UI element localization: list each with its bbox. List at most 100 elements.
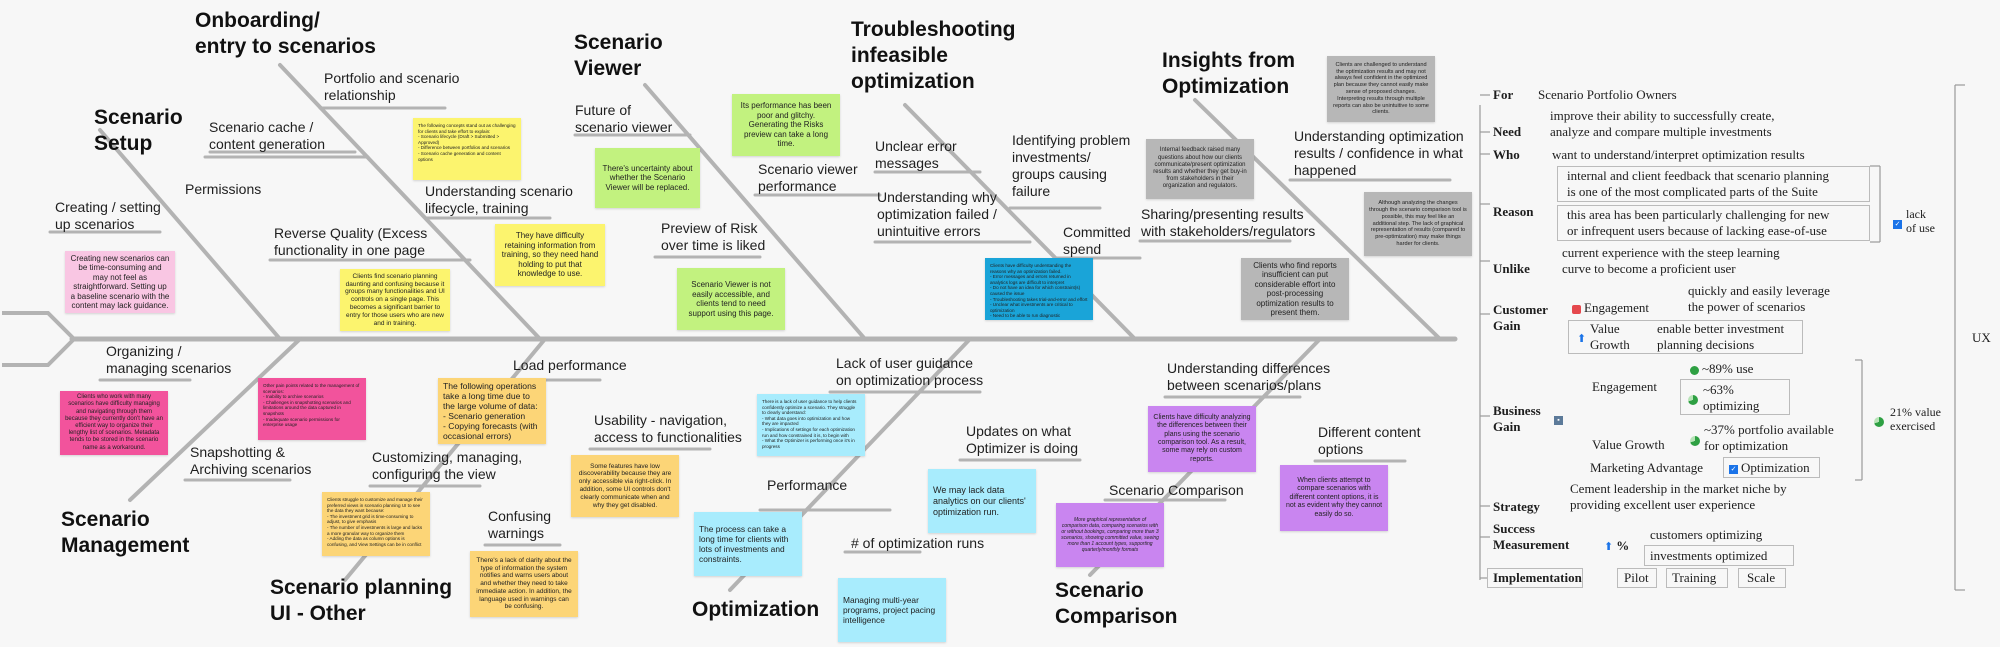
sticky-note-warnings: There's a lack of clarity about the type… [470, 551, 578, 617]
bg-portfolio-value: ~37% portfolio available for optimizatio… [1704, 422, 1834, 453]
label-scenario-cache: Scenario cache / content generation [209, 119, 325, 152]
label-lack-guidance: Lack of user guidance on optimization pr… [836, 355, 984, 388]
label-updates-optimizer: Updates on what Optimizer is doing [966, 423, 1079, 456]
category-insights: Insights from Optimization [1162, 49, 1296, 98]
success-pct: ⬆% [1604, 538, 1630, 554]
lack-of-use-label: lack of use [1906, 207, 1935, 235]
label-viewer-performance: Scenario viewer performance [758, 161, 858, 194]
sticky-note-content-options: When clients attempt to compare scenario… [1280, 465, 1388, 531]
need-label: Need [1493, 124, 1522, 139]
label-portfolio-relationship: Portfolio and scenario relationship [324, 70, 460, 103]
success-label: Success Measurement [1493, 521, 1570, 552]
label-understanding-results: Understanding optimization results / con… [1294, 128, 1464, 178]
sticky-note-reverse-quality: Clients find scenario planning daunting … [340, 269, 450, 331]
lack-of-use-icon: ✓ [1893, 220, 1902, 230]
up-arrow-icon: ⬆ [1577, 333, 1587, 346]
optimization-check-icon: ✓ [1729, 464, 1738, 474]
sticky-note-management-pain: Other pain points related to the managem… [258, 378, 366, 440]
bg-value-growth-label: Value Growth [1592, 437, 1665, 452]
category-onboarding: Onboarding/ entry to scenarios [195, 9, 376, 58]
sticky-note-training: They have difficulty retaining informati… [495, 224, 605, 286]
bg-value-exercised: 21% value exercised [1890, 405, 1941, 433]
sticky-note-viewer-access: Scenario Viewer is not easily accessible… [677, 268, 785, 330]
label-usability: Usability - navigation, access to functi… [594, 412, 742, 445]
impl-scale: Scale [1747, 570, 1776, 585]
label-sharing-results: Sharing/presenting results with stakehol… [1141, 206, 1316, 239]
label-committed-spend: Committed spend [1063, 224, 1131, 257]
use-circle-icon [1690, 365, 1699, 375]
value-exercised-pie-icon [1874, 413, 1884, 431]
sticky-note-lifecycle: The following concepts stand out as chal… [413, 118, 521, 180]
label-optimization-runs: # of optimization runs [851, 535, 985, 551]
reason-1-text: internal and client feedback that scenar… [1567, 168, 1830, 199]
impl-pilot-box [1617, 568, 1657, 588]
for-value: Scenario Portfolio Owners [1538, 87, 1677, 102]
unlike-label: Unlike [1493, 261, 1530, 276]
sticky-note-organizing: Clients who work with many scenarios hav… [60, 391, 168, 455]
bg-optimizing-value: ~63% optimizing [1703, 382, 1760, 413]
sticky-note-internal-feedback: Internal feedback raised many questions … [1146, 139, 1254, 199]
strategy-value: Cement leadership in the market niche by… [1570, 481, 1787, 512]
ux-label: UX [1972, 330, 1991, 345]
bone-scenario-viewer [643, 83, 867, 341]
label-preview-risk: Preview of Risk over time is liked [661, 220, 766, 253]
label-permissions: Permissions [185, 181, 262, 197]
sticky-note-process-time: The process can take a long time for cli… [694, 512, 802, 576]
who-label: Who [1493, 147, 1520, 162]
bone-scenario-setup [98, 128, 282, 341]
sticky-note-load-performance: The following operations take a long tim… [438, 378, 546, 444]
label-lifecycle-training: Understanding scenario lifecycle, traini… [425, 183, 573, 216]
sticky-note-understanding-differences: Clients have difficulty analyzing the di… [1148, 406, 1256, 472]
bg-optimization-value: ✓Optimization [1729, 460, 1810, 475]
who-value: want to understand/interpret optimizatio… [1552, 147, 1805, 162]
bg-use-value: ~89% use [1690, 361, 1753, 377]
label-future-viewer: Future of scenario viewer [575, 102, 673, 135]
sticky-note-analyzing-changes: Although analyzing the changes through t… [1364, 192, 1472, 256]
portfolio-pie-icon [1690, 432, 1700, 450]
category-scenario-setup: Scenario Setup [94, 106, 183, 155]
sticky-note-data-analytics: We may lack data analytics on our client… [928, 469, 1036, 533]
engagement-value: quickly and easily leverage the power of… [1688, 283, 1830, 314]
label-why-failed: Understanding why optimization failed / … [877, 189, 997, 239]
label-scenario-comparison: Scenario Comparison [1109, 482, 1244, 498]
label-different-content: Different content options [1318, 424, 1421, 457]
category-troubleshooting: Troubleshooting infeasible optimization [851, 18, 1016, 93]
bone-onboarding [278, 63, 542, 341]
reason-2-text: this area has been particularly challeng… [1567, 207, 1830, 238]
sticky-note-future-viewer: There's uncertainty about whether the Sc… [595, 148, 700, 208]
business-gain-label: Business Gain [1493, 403, 1541, 434]
bg-optimization-box [1723, 457, 1820, 478]
bg-marketing-label: Marketing Advantage [1590, 460, 1703, 475]
impl-training: Training [1672, 570, 1717, 585]
strategy-label: Strategy [1493, 499, 1540, 514]
sticky-note-user-guidance: There is a lack of user guidance to help… [757, 394, 865, 456]
value-growth-box [1568, 320, 1803, 354]
success-arrow-icon: ⬆ [1604, 541, 1614, 554]
fish-tail [2, 311, 77, 367]
category-scenario-comparison: Scenario Comparison [1055, 579, 1178, 628]
sticky-note-optimization-failed: Clients have difficulty understanding th… [985, 258, 1093, 320]
success-1: customers optimizing [1650, 527, 1763, 542]
label-performance: Performance [767, 477, 848, 493]
optimizing-pie-icon [1688, 391, 1698, 409]
success-2-box [1644, 545, 1794, 566]
label-understanding-differences: Understanding differences between scenar… [1167, 360, 1331, 393]
label-load-performance: Load performance [513, 357, 627, 373]
sticky-note-post-processing: Clients who find reports insufficient ca… [1241, 258, 1349, 320]
heart-icon [1572, 304, 1581, 314]
need-value: improve their ability to successfully cr… [1550, 108, 1775, 139]
reason-2-box [1557, 205, 1870, 241]
implementation-label: Implementation [1493, 570, 1582, 585]
category-optimization: Optimization [692, 598, 820, 621]
sticky-note-multi-year: Managing multi-year programs, project pa… [838, 578, 946, 642]
value-growth-label: Value Growth [1590, 321, 1630, 352]
for-label: For [1493, 87, 1514, 102]
bone-scenario-management [128, 337, 302, 502]
sticky-note-viewer-performance: Its performance has been poor and glitch… [732, 94, 840, 156]
category-scenario-management: Scenario Management [61, 508, 190, 557]
label-organizing-scenarios: Organizing / managing scenarios [106, 343, 232, 376]
category-scenario-planning-ui: Scenario planning UI - Other [270, 576, 453, 625]
category-scenario-viewer: Scenario Viewer [574, 31, 663, 80]
label-customizing-view: Customizing, managing, configuring the v… [372, 449, 523, 482]
sticky-note-graphical-comparison: More graphical representation of compari… [1056, 503, 1164, 567]
